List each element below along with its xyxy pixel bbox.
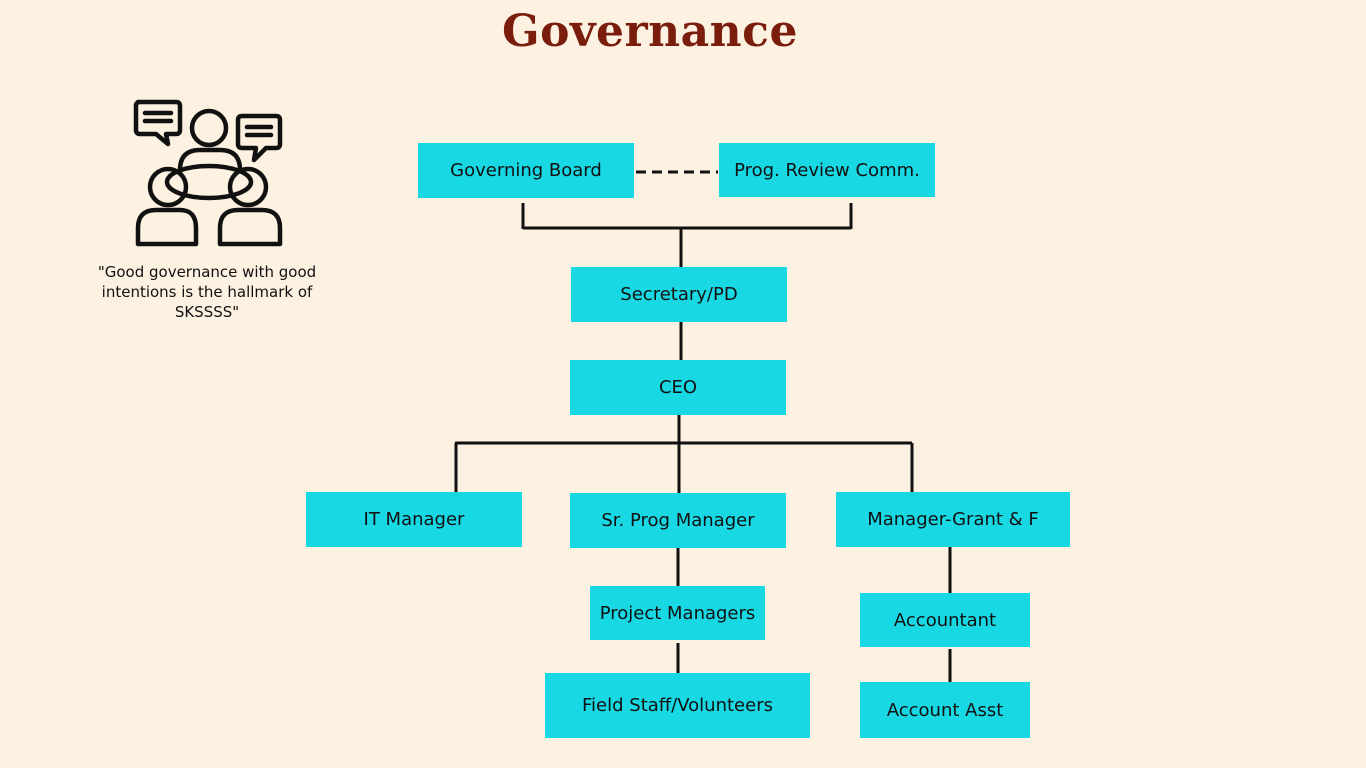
page-title: Governance <box>502 6 798 57</box>
governance-quote: "Good governance with good intentions is… <box>97 263 317 321</box>
org-node-governing-board: Governing Board <box>418 143 634 198</box>
meeting-discussion-icon <box>130 96 290 252</box>
org-node-prog-review-comm: Prog. Review Comm. <box>719 143 935 197</box>
org-node-project-managers: Project Managers <box>590 586 765 640</box>
org-node-accountant: Accountant <box>860 593 1030 647</box>
org-node-ceo: CEO <box>570 360 786 415</box>
org-node-secretary: Secretary/PD <box>571 267 787 322</box>
org-node-it-manager: IT Manager <box>306 492 522 547</box>
org-node-manager-grant: Manager-Grant & F <box>836 492 1070 547</box>
org-node-field-staff: Field Staff/Volunteers <box>545 673 810 738</box>
org-node-sr-prog-manager: Sr. Prog Manager <box>570 493 786 548</box>
org-node-account-asst: Account Asst <box>860 682 1030 738</box>
